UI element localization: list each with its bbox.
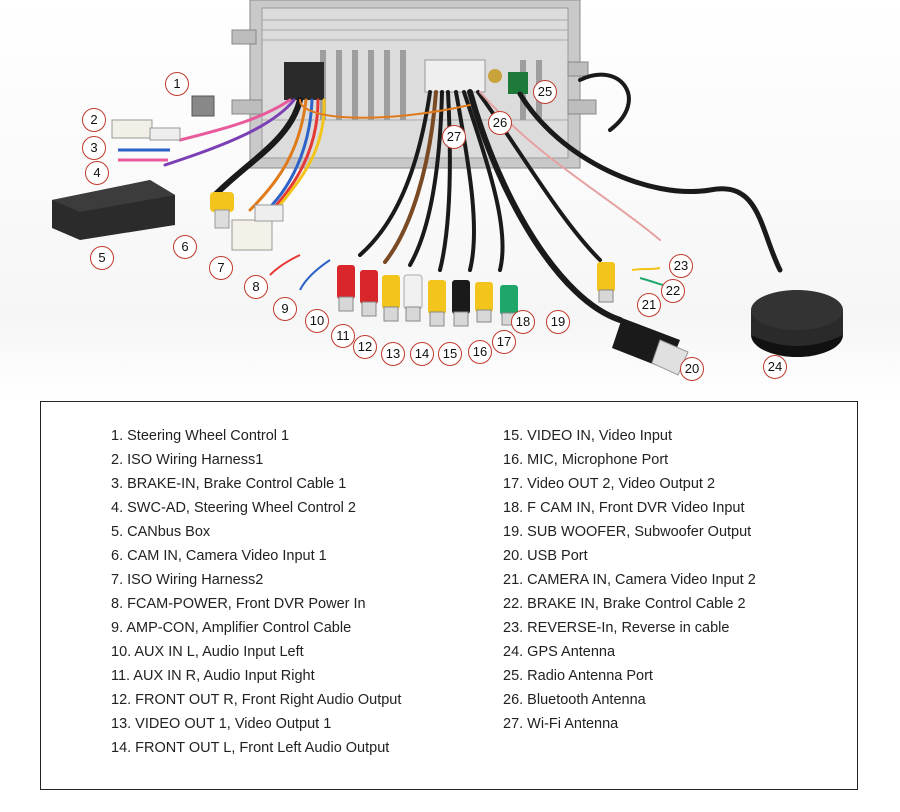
callout-9: 9 (273, 297, 297, 321)
wiring-photo: 1 2 3 4 5 6 7 8 9 10 11 12 13 14 15 16 1… (0, 0, 900, 400)
callout-5: 5 (90, 246, 114, 270)
legend-item: 18. F CAM IN, Front DVR Video Input (503, 500, 745, 516)
legend-item: 24. GPS Antenna (503, 644, 616, 660)
callout-15: 15 (438, 342, 462, 366)
callout-12: 12 (353, 335, 377, 359)
legend-column-right: 15. VIDEO IN, Video Input 16. MIC, Microp… (503, 424, 756, 736)
callout-10: 10 (305, 309, 329, 333)
callout-11: 11 (331, 324, 355, 348)
callout-4: 4 (85, 161, 109, 185)
legend-item: 17. Video OUT 2, Video Output 2 (503, 476, 716, 492)
legend-item: 27. Wi-Fi Antenna (503, 716, 619, 732)
legend-item: 15. VIDEO IN, Video Input (503, 428, 672, 444)
callout-21: 21 (637, 293, 661, 317)
callout-18: 18 (511, 310, 535, 334)
legend-item: 21. CAMERA IN, Camera Video Input 2 (503, 572, 756, 588)
callout-13: 13 (381, 342, 405, 366)
callout-19: 19 (546, 310, 570, 334)
legend-item: 4. SWC-AD, Steering Wheel Control 2 (111, 500, 356, 516)
callout-22: 22 (661, 279, 685, 303)
callout-16: 16 (468, 340, 492, 364)
callout-20: 20 (680, 357, 704, 381)
callout-27: 27 (442, 125, 466, 149)
cam-in-plug (210, 192, 234, 229)
callout-3: 3 (82, 136, 106, 160)
canbus-box (52, 180, 175, 240)
legend-item: 22. BRAKE IN, Brake Control Cable 2 (503, 596, 746, 612)
head-unit-chassis (231, 0, 597, 169)
legend-item: 26. Bluetooth Antenna (503, 692, 646, 708)
legend-column-left: 1. Steering Wheel Control 1 2. ISO Wiring… (111, 424, 401, 760)
legend-item: 20. USB Port (503, 548, 588, 564)
legend-item: 7. ISO Wiring Harness2 (111, 572, 264, 588)
callout-6: 6 (173, 235, 197, 259)
legend-item: 14. FRONT OUT L, Front Left Audio Output (111, 740, 390, 756)
legend-item: 13. VIDEO OUT 1, Video Output 1 (111, 716, 332, 732)
callout-1: 1 (165, 72, 189, 96)
callout-26: 26 (488, 111, 512, 135)
legend-item: 6. CAM IN, Camera Video Input 1 (111, 548, 327, 564)
harness-plugs (111, 95, 284, 251)
legend-item: 19. SUB WOOFER, Subwoofer Output (503, 524, 752, 540)
legend-item: 16. MIC, Microphone Port (503, 452, 669, 468)
legend-item: 9. AMP-CON, Amplifier Control Cable (111, 620, 352, 636)
legend-item: 23. REVERSE-In, Reverse in cable (503, 620, 730, 636)
gps-antenna (751, 290, 843, 357)
callout-14: 14 (410, 342, 434, 366)
legend-item: 25. Radio Antenna Port (503, 668, 653, 684)
callout-17: 17 (492, 330, 516, 354)
cable-bundle (163, 72, 783, 323)
callout-7: 7 (209, 256, 233, 280)
legend-item: 8. FCAM-POWER, Front DVR Power In (111, 596, 366, 612)
legend-item: 11. AUX IN R, Audio Input Right (111, 668, 315, 684)
legend-item: 12. FRONT OUT R, Front Right Audio Outpu… (111, 692, 402, 708)
callout-23: 23 (669, 254, 693, 278)
callout-8: 8 (244, 275, 268, 299)
legend-item: 2. ISO Wiring Harness1 (111, 452, 264, 468)
callout-25: 25 (533, 80, 557, 104)
legend-item: 1. Steering Wheel Control 1 (111, 428, 290, 444)
callout-2: 2 (82, 108, 106, 132)
rca-plugs (337, 262, 615, 327)
legend-item: 10. AUX IN L, Audio Input Left (111, 644, 304, 660)
legend-box: 1. Steering Wheel Control 1 2. ISO Wiring… (40, 401, 858, 790)
wiring-illustration (52, 0, 843, 376)
legend-item: 5. CANbus Box (111, 524, 211, 540)
usb-plug (612, 318, 689, 376)
legend-item: 3. BRAKE-IN, Brake Control Cable 1 (111, 476, 347, 492)
callout-24: 24 (763, 355, 787, 379)
